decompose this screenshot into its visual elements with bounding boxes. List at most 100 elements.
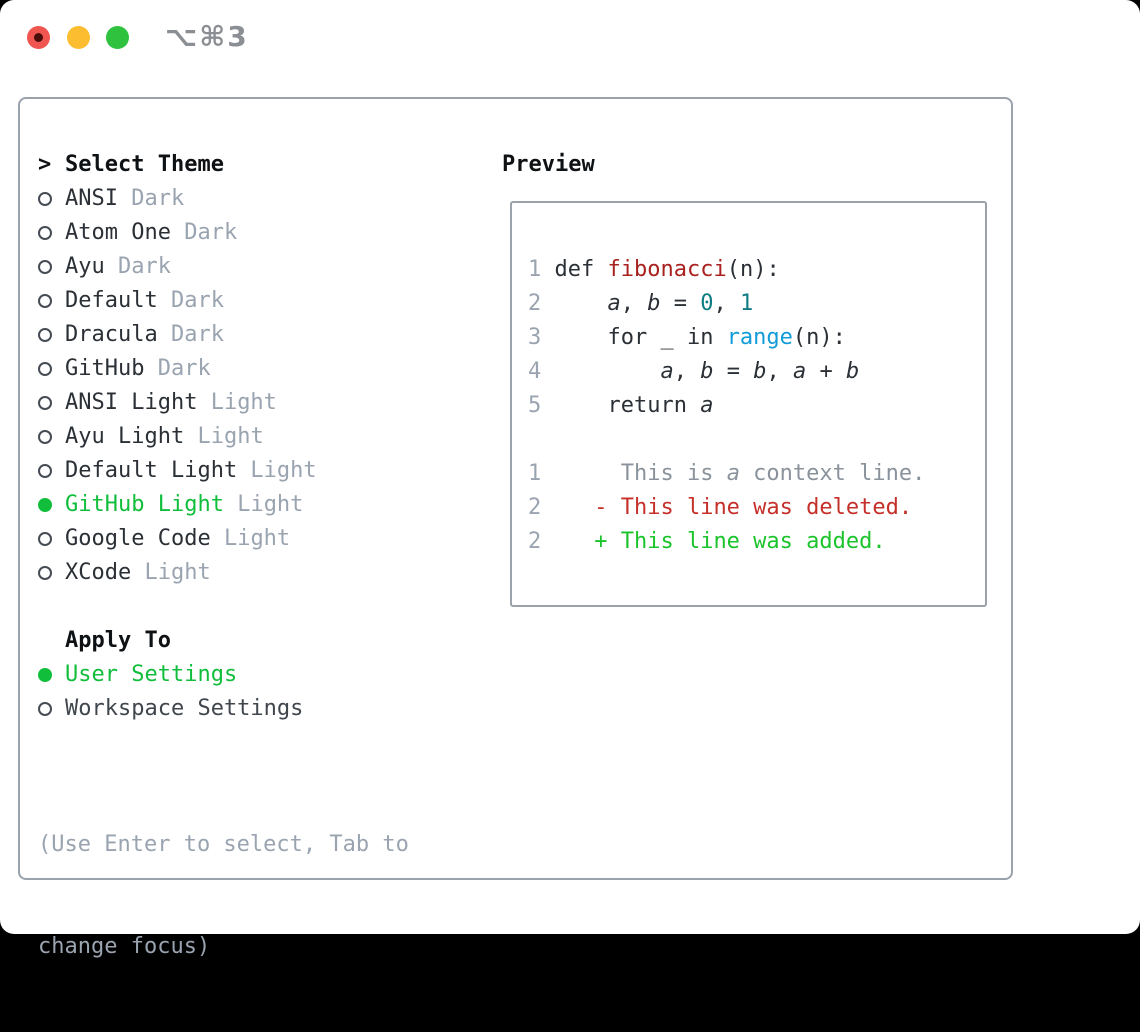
code-token: , (713, 291, 740, 316)
line-number: 2 (528, 291, 555, 316)
apply-to-title: Apply To (65, 624, 171, 658)
apply-option[interactable]: Workspace Settings (38, 692, 409, 726)
radio-selected-icon (38, 498, 52, 512)
theme-item-name: ANSI (65, 182, 118, 216)
radio-icon (38, 294, 52, 308)
theme-item[interactable]: Ayu Dark (38, 250, 409, 284)
theme-item-name: Ayu (65, 250, 105, 284)
line-number: 1 (528, 461, 555, 486)
code-token: This is (555, 461, 727, 486)
radio-icon (38, 396, 52, 410)
radio-icon (38, 430, 52, 444)
theme-item[interactable]: XCode Light (38, 556, 409, 590)
theme-item[interactable]: Default Light Light (38, 454, 409, 488)
theme-item[interactable]: GitHub Dark (38, 352, 409, 386)
code-line: 4 a, b = b, a + b (528, 355, 985, 389)
window-title: ⌥⌘3 (165, 20, 249, 53)
code-token (555, 359, 661, 384)
code-token: a (660, 359, 673, 384)
theme-item[interactable]: ANSI Light Light (38, 386, 409, 420)
radio-icon (38, 260, 52, 274)
apply-option-label: Workspace Settings (65, 692, 303, 726)
theme-item[interactable]: Default Dark (38, 284, 409, 318)
apply-option[interactable]: User Settings (38, 658, 409, 692)
code-token: b (846, 359, 859, 384)
code-token: a (727, 461, 740, 486)
code-line: 2 a, b = 0, 1 (528, 287, 985, 321)
minimize-button[interactable] (67, 26, 90, 49)
theme-item[interactable]: Google Code Light (38, 522, 409, 556)
code-line: 1 This is a context line. (528, 457, 985, 491)
gap (38, 590, 409, 624)
code-token: b (753, 359, 766, 384)
code-token: a (793, 359, 806, 384)
theme-item-name: Default Light (65, 454, 237, 488)
code-line: 2 + This line was added. (528, 525, 985, 559)
code-token: a (700, 393, 713, 418)
code-token: (n): (793, 325, 846, 350)
code-token: a (607, 291, 620, 316)
code-line: 3 for _ in range(n): (528, 321, 985, 355)
code-token: = (713, 359, 753, 384)
radio-selected-icon (38, 668, 52, 682)
code-token: , (766, 359, 793, 384)
code-token: + This line was added. (555, 529, 886, 554)
theme-item-name: ANSI Light (65, 386, 197, 420)
code-token: , (621, 291, 648, 316)
radio-icon (38, 192, 52, 206)
code-token: fibonacci (607, 257, 726, 282)
theme-item-name: Ayu Light (65, 420, 184, 454)
theme-variant-badge: Light (184, 420, 263, 454)
theme-item[interactable]: Atom One Dark (38, 216, 409, 250)
theme-variant-badge: Dark (144, 352, 210, 386)
theme-variant-badge: Dark (118, 182, 184, 216)
preview-title: Preview (502, 148, 595, 182)
theme-item-name: Atom One (65, 216, 171, 250)
theme-item[interactable]: Ayu Light Light (38, 420, 409, 454)
code-line: 5 return a (528, 389, 985, 423)
theme-item-name: Dracula (65, 318, 158, 352)
theme-variant-badge: Dark (105, 250, 171, 284)
code-token: b (647, 291, 660, 316)
radio-icon (38, 464, 52, 478)
theme-item-name: XCode (65, 556, 131, 590)
zoom-button[interactable] (106, 26, 129, 49)
radio-icon (38, 362, 52, 376)
code-token: = (660, 291, 700, 316)
radio-icon (38, 328, 52, 342)
radio-icon (38, 566, 52, 580)
theme-item[interactable]: ANSI Dark (38, 182, 409, 216)
help-text-line2: change focus) (38, 930, 409, 964)
focus-caret-icon: > (38, 148, 65, 182)
code-token: 0 (700, 291, 713, 316)
code-token: , (674, 359, 701, 384)
theme-item[interactable]: GitHub Light Light (38, 488, 409, 522)
theme-item-name: Default (65, 284, 158, 318)
help-text: (Use Enter to select, Tab to change focu… (38, 760, 409, 1032)
theme-variant-badge: Dark (158, 284, 224, 318)
code-line (528, 423, 985, 457)
theme-item[interactable]: Dracula Dark (38, 318, 409, 352)
close-button[interactable] (27, 26, 50, 49)
code-token: - This line was deleted. (555, 495, 913, 520)
theme-variant-badge: Light (237, 454, 316, 488)
radio-icon (38, 532, 52, 546)
code-token: def (555, 257, 608, 282)
apply-option-label: User Settings (65, 658, 237, 692)
code-line: 1 def fibonacci(n): (528, 253, 985, 287)
code-token: + (806, 359, 846, 384)
line-number: 2 (528, 529, 555, 554)
radio-icon (38, 702, 52, 716)
theme-variant-badge: Dark (171, 216, 237, 250)
code-line: 2 - This line was deleted. (528, 491, 985, 525)
code-token: context line. (740, 461, 925, 486)
line-number: 1 (528, 257, 555, 282)
line-number: 3 (528, 325, 555, 350)
theme-variant-badge: Light (197, 386, 276, 420)
code-token: 1 (740, 291, 753, 316)
